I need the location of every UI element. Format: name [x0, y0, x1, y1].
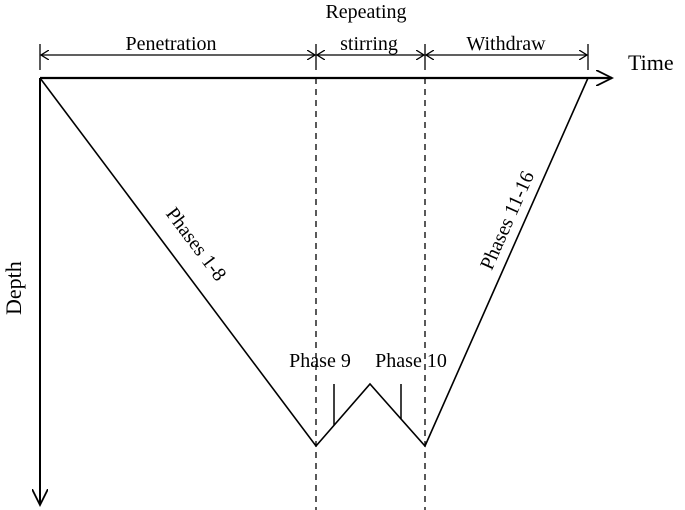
- time-axis-label: Time: [628, 50, 674, 75]
- phases-1-8-label: Phases 1-8: [161, 203, 230, 285]
- phase-9-label: Phase 9: [289, 350, 351, 372]
- repeating-label: Repeating: [325, 1, 406, 23]
- phase-10-label: Phase 10: [375, 350, 447, 372]
- depth-time-path: [39, 77, 589, 448]
- phases-11-16-label: Phases 11-16: [476, 168, 539, 273]
- penetration-label: Penetration: [125, 33, 216, 55]
- withdraw-label: Withdraw: [466, 33, 546, 55]
- stirring-label: stirring: [340, 33, 398, 55]
- depth-axis-label: Depth: [1, 261, 26, 315]
